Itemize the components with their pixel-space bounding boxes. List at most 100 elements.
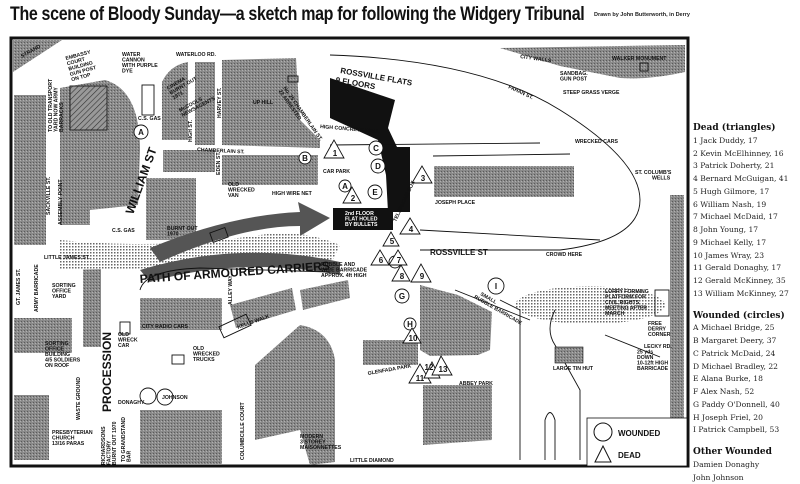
map-label: LITTLE JAMES ST.: [44, 255, 90, 261]
wounded-marker-c: C: [369, 141, 383, 155]
list-item: G Paddy O'Donnell, 40: [693, 399, 800, 412]
map-label: D: [375, 162, 381, 171]
list-item: John Johnson: [693, 472, 800, 484]
label-waterloo-rd: WATERLOO RD.: [176, 52, 217, 58]
map-label: A: [138, 128, 144, 137]
map-label: CAR: [118, 343, 129, 349]
map-label: 7: [397, 256, 402, 265]
dead-heading: Dead (triangles): [693, 122, 800, 135]
map-label: WRECKED CARS: [575, 139, 618, 145]
map-label: TRUCKS: [193, 357, 215, 363]
map-label: WELLS: [652, 176, 671, 182]
wounded-marker-i: I: [488, 278, 504, 294]
map-label: LARGE TIN HUT: [553, 366, 594, 372]
map-label: BARRACKS: [59, 102, 65, 132]
map-label: 12: [425, 363, 434, 372]
map-label: UP HILL: [253, 100, 274, 106]
list-item: 9 Michael Kelly, 17: [693, 237, 800, 250]
list-item: E Alana Burke, 18: [693, 373, 800, 386]
wounded-marker-b: B: [299, 152, 311, 164]
map-label: G: [399, 292, 405, 301]
list-item: B Margaret Deery, 37: [693, 335, 800, 348]
list-item: 6 William Nash, 19: [693, 199, 800, 212]
dead-list: 1 Jack Duddy, 17 2 Kevin McElhinney, 16 …: [693, 135, 800, 301]
map-label: HIGH ST.: [188, 120, 194, 142]
map-label: HARVEY ST.: [217, 87, 223, 118]
map-label: 10: [409, 334, 418, 343]
list-item: 11 Gerald Donaghy, 17: [693, 262, 800, 275]
map-label: A: [342, 182, 348, 191]
list-item: A Michael Bridge, 25: [693, 322, 800, 335]
wounded-marker-d: D: [371, 159, 385, 173]
map-label: WALKER MONUMENT: [612, 56, 667, 62]
wounded-list: A Michael Bridge, 25 B Margaret Deery, 3…: [693, 322, 800, 437]
list-item: H Joseph Friel, 20: [693, 412, 800, 425]
list-item: 7 Michael McDaid, 17: [693, 211, 800, 224]
wounded-marker-a2: A: [339, 180, 351, 192]
wounded-marker-h: H: [404, 318, 416, 330]
map-label: ALLEY WAY: [228, 275, 234, 305]
map-label: C: [373, 144, 379, 153]
large-tin-hut: [555, 347, 583, 363]
list-item: 10 James Wray, 23: [693, 250, 800, 263]
map-label: MARCH: [605, 311, 625, 317]
map-label: BURNT OUT 1970: [112, 421, 118, 465]
list-item: 12 Gerald McKinney, 35: [693, 275, 800, 288]
map-label: BAR: [127, 451, 133, 462]
list-item: 1 Jack Duddy, 17: [693, 135, 800, 148]
list-item: 5 Hugh Gilmore, 17: [693, 186, 800, 199]
map-label: EDEN ST.: [216, 151, 222, 175]
map-label: SACKVILLE ST.: [46, 176, 52, 215]
map-label: E: [372, 188, 378, 197]
map-label: 6: [379, 256, 384, 265]
map-label: ASSEMBLY POINT: [58, 179, 64, 225]
map-label: BY BULLETS: [345, 222, 378, 228]
list-item: 3 Patrick Doherty, 21: [693, 160, 800, 173]
map-label: 1970: [167, 232, 179, 238]
list-item: C Patrick McDaid, 24: [693, 348, 800, 361]
key-wounded: WOUNDED: [618, 429, 660, 438]
wounded-marker-g: G: [395, 289, 409, 303]
map-label: DONAGHY: [118, 400, 145, 406]
map-label: JOSEPH PLACE: [435, 200, 476, 206]
map-label: CITY RADIO CARS: [142, 324, 189, 330]
casualty-legend: Dead (triangles) 1 Jack Duddy, 17 2 Kevi…: [693, 122, 800, 484]
embassy-court-building: [70, 86, 107, 130]
map-label: 11: [416, 374, 425, 383]
map-label: 3: [421, 174, 426, 183]
map-label: CAR PARK: [323, 169, 350, 175]
map-label: 2: [351, 194, 356, 203]
map-label: CORNER: [648, 332, 671, 338]
wounded-marker-e: E: [368, 185, 382, 199]
map-label: GUN POST: [560, 77, 588, 83]
list-item: I Patrick Campbell, 53: [693, 424, 800, 437]
map-label: 5: [390, 237, 395, 246]
list-item: 8 John Young, 17: [693, 224, 800, 237]
map-label: MAISONNETTES: [300, 445, 342, 451]
map-label: BARRICADE: [637, 366, 669, 372]
map-key: WOUNDED DEAD: [587, 418, 687, 466]
label-procession: PROCESSION: [100, 332, 114, 412]
map-label: CROWD HERE: [546, 252, 583, 258]
map-label: COLUMBCILLE COURT: [240, 402, 246, 460]
map-label: DYE: [122, 69, 133, 75]
list-item: Damien Donaghy: [693, 459, 800, 472]
map-label: WASTE GROUND: [76, 377, 82, 420]
label-rossville-st: ROSSVILLE ST: [430, 248, 488, 257]
list-item: 4 Bernard McGuigan, 41: [693, 173, 800, 186]
list-item: 13 William McKinney, 27: [693, 288, 800, 301]
key-dead: DEAD: [618, 451, 641, 460]
map-label: 13: [439, 365, 448, 374]
map-label: YARD: [52, 294, 66, 300]
list-item: F Alex Nash, 52: [693, 386, 800, 399]
wounded-heading: Wounded (circles): [693, 310, 800, 323]
map-label: JOHNSON: [162, 395, 188, 401]
map-label: 1: [333, 149, 338, 158]
map-label: 9: [420, 272, 425, 281]
map-label: 13/16 PARAS: [52, 441, 85, 447]
map-label: 8: [400, 272, 405, 281]
map-label: LITTLE DIAMOND: [350, 458, 394, 464]
map-label: ON ROOF: [45, 363, 69, 369]
map-label: ABBEY PARK: [459, 381, 493, 387]
